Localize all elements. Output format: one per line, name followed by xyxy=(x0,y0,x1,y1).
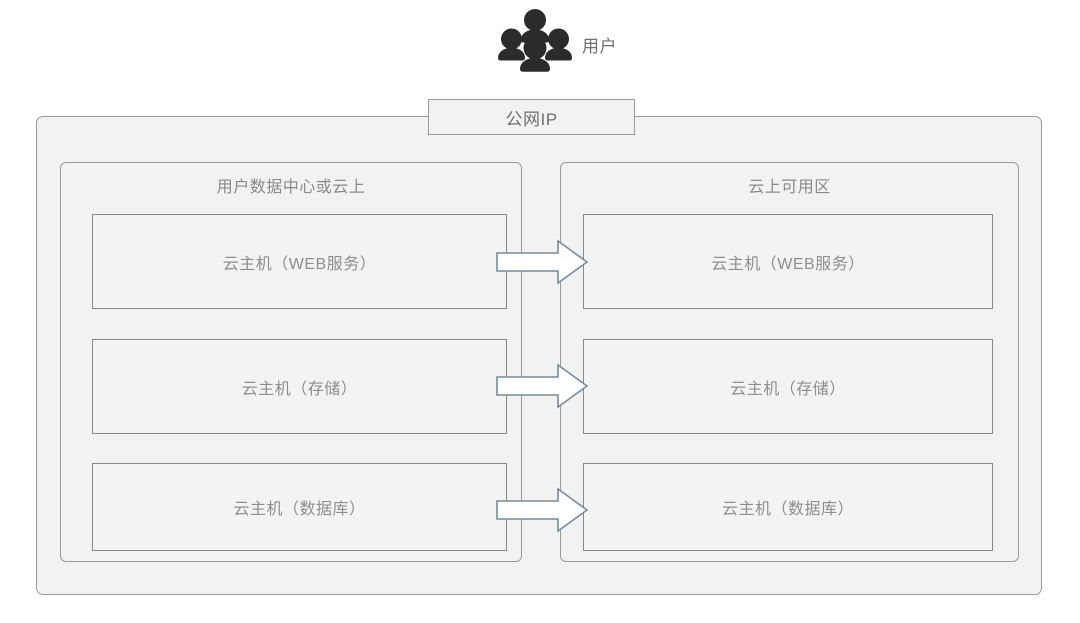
host-label: 云主机（存储） xyxy=(241,380,358,398)
zone-title-right: 云上可用区 xyxy=(748,179,831,196)
users-group: 用户 xyxy=(498,8,658,80)
host-label: 云主机（WEB服务） xyxy=(222,255,377,273)
host-box-left-storage[interactable]: 云主机（存储） xyxy=(92,339,507,434)
host-label: 云主机（数据库） xyxy=(233,501,366,518)
host-box-right-web[interactable]: 云主机（WEB服务） xyxy=(583,214,993,309)
replication-arrow-database-icon xyxy=(496,487,589,533)
host-label: 云主机（数据库） xyxy=(721,501,854,518)
users-group-icon xyxy=(498,8,572,76)
host-box-right-database[interactable]: 云主机（数据库） xyxy=(583,463,993,551)
host-box-right-storage[interactable]: 云主机（存储） xyxy=(583,339,993,434)
replication-arrow-storage-icon xyxy=(496,363,589,409)
public-ip-box: 公网IP xyxy=(428,99,635,135)
host-label: 云主机（WEB服务） xyxy=(711,255,865,273)
zone-title-left: 用户数据中心或云上 xyxy=(216,179,366,196)
replication-arrow-web-icon xyxy=(496,239,589,285)
public-ip-label: 公网IP xyxy=(505,109,558,129)
users-label: 用户 xyxy=(582,37,617,56)
host-box-left-web[interactable]: 云主机（WEB服务） xyxy=(92,214,507,309)
host-box-left-database[interactable]: 云主机（数据库） xyxy=(92,463,507,551)
host-label: 云主机（存储） xyxy=(730,380,846,398)
